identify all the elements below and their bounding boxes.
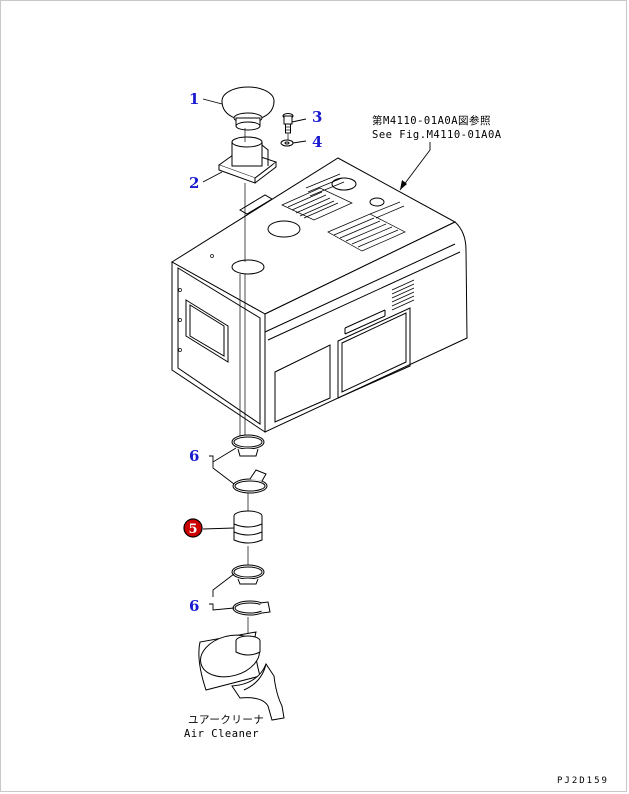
callout-1[interactable]: 1 [189, 90, 199, 108]
intake-adapter-part[interactable] [217, 136, 278, 184]
air-cleaner-part[interactable] [196, 629, 285, 721]
callout-6-lower[interactable]: 6 [189, 597, 199, 615]
leader-lines [202, 98, 431, 611]
engine-hood-assembly[interactable] [171, 157, 468, 433]
hose-clamp-lower[interactable] [231, 564, 271, 616]
air-cleaner-label: ユアークリーナ Air Cleaner [184, 714, 264, 740]
reference-note-english: See Fig.M4110-01A0A [372, 129, 502, 141]
figure-code: PJ2D159 [557, 776, 609, 786]
callout-5[interactable]: 5 [188, 522, 197, 537]
hose-part[interactable] [233, 510, 263, 544]
callout-3[interactable]: 3 [312, 108, 322, 126]
bolt-part[interactable] [282, 113, 294, 134]
reference-note: 第M4110-01A0A図参照 See Fig.M4110-01A0A [372, 114, 502, 141]
highlight-badge [183, 518, 203, 538]
air-cleaner-label-english: Air Cleaner [184, 728, 259, 740]
callouts: 1 2 3 4 5 6 6 [183, 90, 322, 615]
washer-part[interactable] [280, 139, 294, 147]
callout-4[interactable]: 4 [312, 133, 322, 151]
air-cleaner-label-japanese: ユアークリーナ [188, 714, 264, 726]
callout-2[interactable]: 2 [189, 174, 199, 192]
hose-clamp-upper[interactable] [231, 434, 268, 494]
reference-note-japanese: 第M4110-01A0A図参照 [372, 114, 491, 127]
callout-6-upper[interactable]: 6 [189, 447, 199, 465]
intake-cap-part[interactable] [221, 86, 275, 131]
